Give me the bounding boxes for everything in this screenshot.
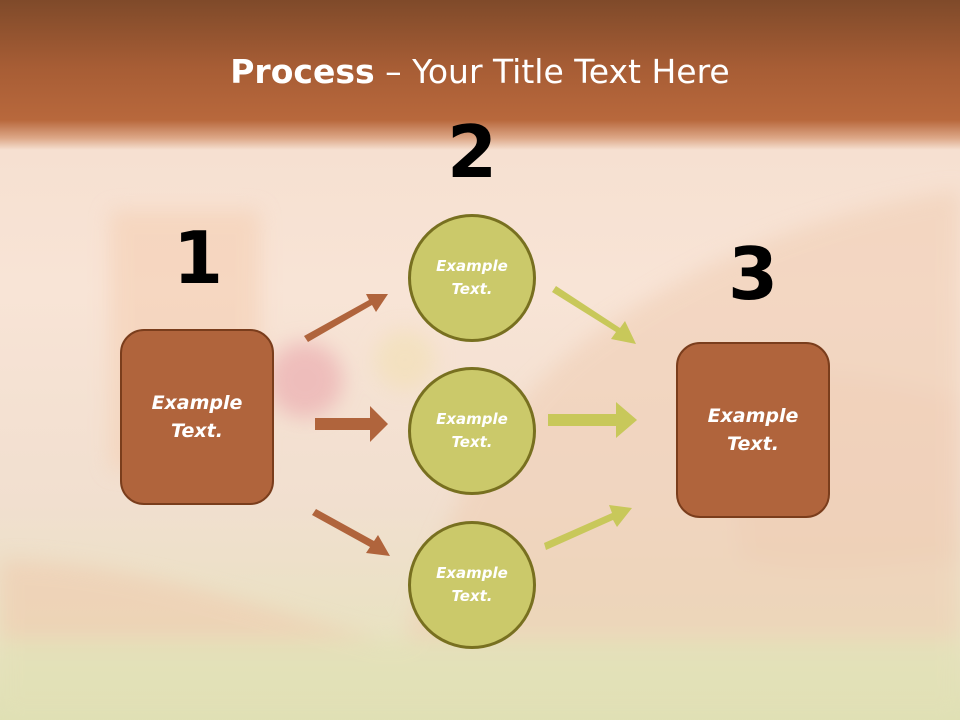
arrow-right-middle [548,402,637,438]
circle-bottom-text: Example Text. [436,563,508,605]
arrow-right-down [544,505,632,550]
slide-title: Process – Your Title Text Here [0,52,960,91]
left-arrows [304,294,390,556]
title-bold: Process [230,52,375,91]
step-number-3: 3 [727,232,779,316]
arrow-right-up [552,286,636,344]
title-rest: – Your Title Text Here [374,52,730,91]
left-box: Example Text. [120,329,274,505]
right-box: Example Text. [676,342,830,518]
circle-middle: Example Text. [408,367,536,495]
arrow-left-down [312,509,390,556]
right-arrows [544,286,637,550]
right-box-text: Example Text. [707,404,799,456]
arrow-left-middle [315,406,388,442]
circle-top-text: Example Text. [436,256,508,298]
arrow-left-up [304,294,388,342]
step-number-1: 1 [172,216,224,300]
circle-top: Example Text. [408,214,536,342]
step-number-2: 2 [446,110,498,194]
title-bar [0,0,960,150]
circle-middle-text: Example Text. [436,409,508,451]
circle-bottom: Example Text. [408,521,536,649]
left-box-text: Example Text. [151,391,243,443]
